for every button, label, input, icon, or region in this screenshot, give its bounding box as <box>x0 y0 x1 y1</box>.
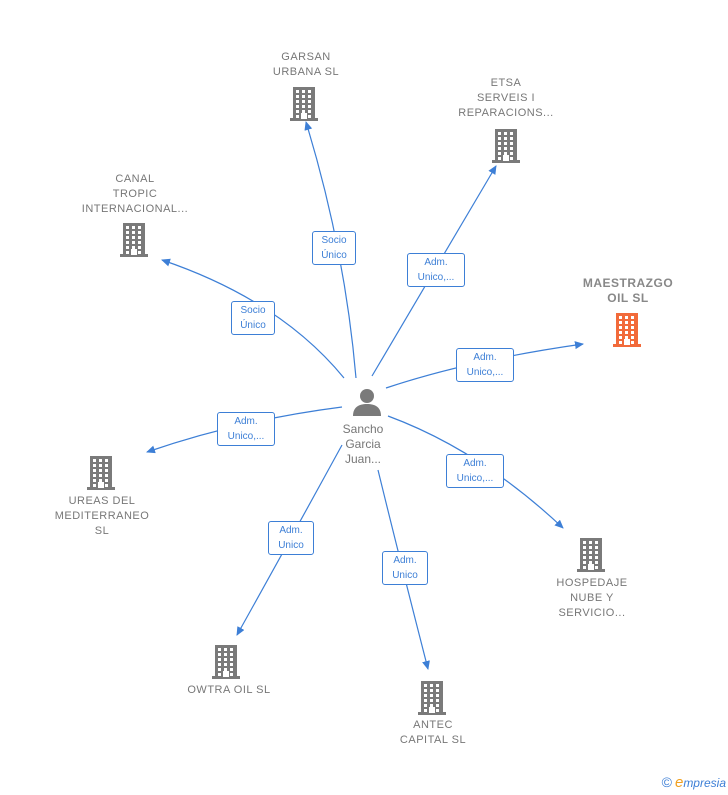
company-label-garsan[interactable]: GARSAN URBANA SL <box>272 51 340 78</box>
relation-label-ureas[interactable]: Adm. Unico,... <box>217 412 275 446</box>
company-label-canal[interactable]: CANAL TROPIC INTERNACIONAL... <box>81 173 189 215</box>
relation-label-canal[interactable]: Socio Único <box>231 301 275 335</box>
building-icon[interactable] <box>212 644 240 679</box>
person-icon[interactable] <box>351 386 383 418</box>
building-icon[interactable] <box>418 680 446 715</box>
company-label-maestrazgo[interactable]: MAESTRAZGO OIL SL <box>582 276 674 305</box>
building-icon[interactable] <box>87 455 115 490</box>
relation-label-owtra[interactable]: Adm. Unico <box>268 521 314 555</box>
company-label-hospedaje[interactable]: HOSPEDAJE NUBE Y SERVICIO... <box>556 577 628 619</box>
relation-label-maestrazgo[interactable]: Adm. Unico,... <box>456 348 514 382</box>
brand-name: mpresia <box>683 776 726 790</box>
brand-initial: e <box>674 774 684 791</box>
relation-label-garsan[interactable]: Socio Único <box>312 231 356 265</box>
company-label-antec[interactable]: ANTEC CAPITAL SL <box>399 719 467 746</box>
company-label-etsa[interactable]: ETSA SERVEIS I REPARACIONS... <box>458 77 554 119</box>
center-person-name[interactable]: Sancho Garcia Juan... <box>342 422 384 466</box>
building-icon[interactable] <box>613 312 641 347</box>
relation-label-etsa[interactable]: Adm. Unico,... <box>407 253 465 287</box>
building-icon[interactable] <box>290 86 318 121</box>
building-icon[interactable] <box>492 128 520 163</box>
copyright-icon: © <box>661 774 672 790</box>
building-icon[interactable] <box>120 222 148 257</box>
brand-footer: ©empresia <box>662 774 726 791</box>
company-label-ureas[interactable]: UREAS DEL MEDITERRANEO SL <box>54 495 150 537</box>
company-label-owtra[interactable]: OWTRA OIL SL <box>187 684 271 696</box>
relation-label-hospedaje[interactable]: Adm. Unico,... <box>446 454 504 488</box>
building-icon[interactable] <box>577 537 605 572</box>
relation-label-antec[interactable]: Adm. Unico <box>382 551 428 585</box>
